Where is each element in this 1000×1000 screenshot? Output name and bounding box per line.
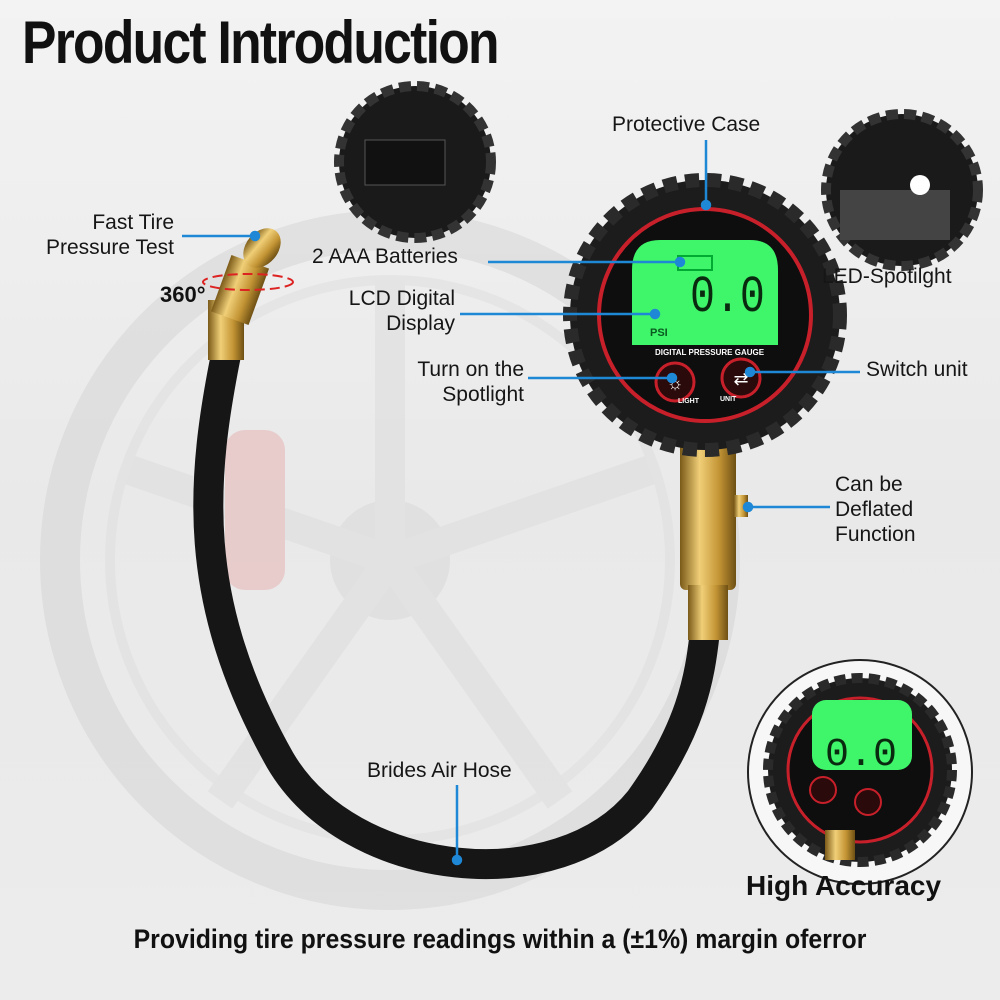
label-protective-case: Protective Case xyxy=(612,113,761,136)
callout-lines xyxy=(182,140,860,866)
label-line: Spotlight xyxy=(442,383,524,406)
label-line: Can be xyxy=(835,473,903,496)
label-line: Display xyxy=(386,312,455,335)
label-rotation: 360° xyxy=(160,282,206,307)
switch-icon: ⇄ xyxy=(733,369,748,389)
brass-stem xyxy=(680,430,748,640)
lcd-reading: 0.0 xyxy=(690,268,765,327)
svg-text:0.0: 0.0 xyxy=(825,733,897,778)
label-switch-unit: Switch unit xyxy=(866,358,968,381)
brass-chuck xyxy=(202,228,294,360)
battery-inset xyxy=(334,81,496,243)
label-batteries: 2 AAA Batteries xyxy=(312,245,458,268)
air-hose xyxy=(193,341,720,879)
high-accuracy-heading: High Accuracy xyxy=(746,870,942,901)
led-inset xyxy=(821,109,983,271)
label-line: Pressure Test xyxy=(46,236,174,259)
lcd-unit: PSI xyxy=(650,327,668,339)
label-hose: Brides Air Hose xyxy=(367,759,512,782)
deflate-button[interactable] xyxy=(734,495,748,517)
label-led: LED-Spotilght xyxy=(822,265,952,288)
lcd-display xyxy=(632,240,778,345)
label-line: Fast Tire xyxy=(92,211,174,234)
gauge-brand-text: DIGITAL PRESSURE GAUGE xyxy=(655,348,765,357)
label-line: LCD Digital xyxy=(348,287,455,310)
label-line: Function xyxy=(835,523,916,546)
page-title: Product Introduction xyxy=(22,9,500,76)
pressure-gauge: ☼ ⇄ xyxy=(563,173,847,457)
bottom-caption: Providing tire pressure readings within … xyxy=(133,924,867,954)
label-line: Deflated xyxy=(835,498,914,521)
unit-label: UNIT xyxy=(720,396,737,403)
high-accuracy-inset: 0.0 xyxy=(747,659,973,885)
label-line: Turn on the xyxy=(417,358,524,381)
light-label: LIGHT xyxy=(678,398,699,405)
